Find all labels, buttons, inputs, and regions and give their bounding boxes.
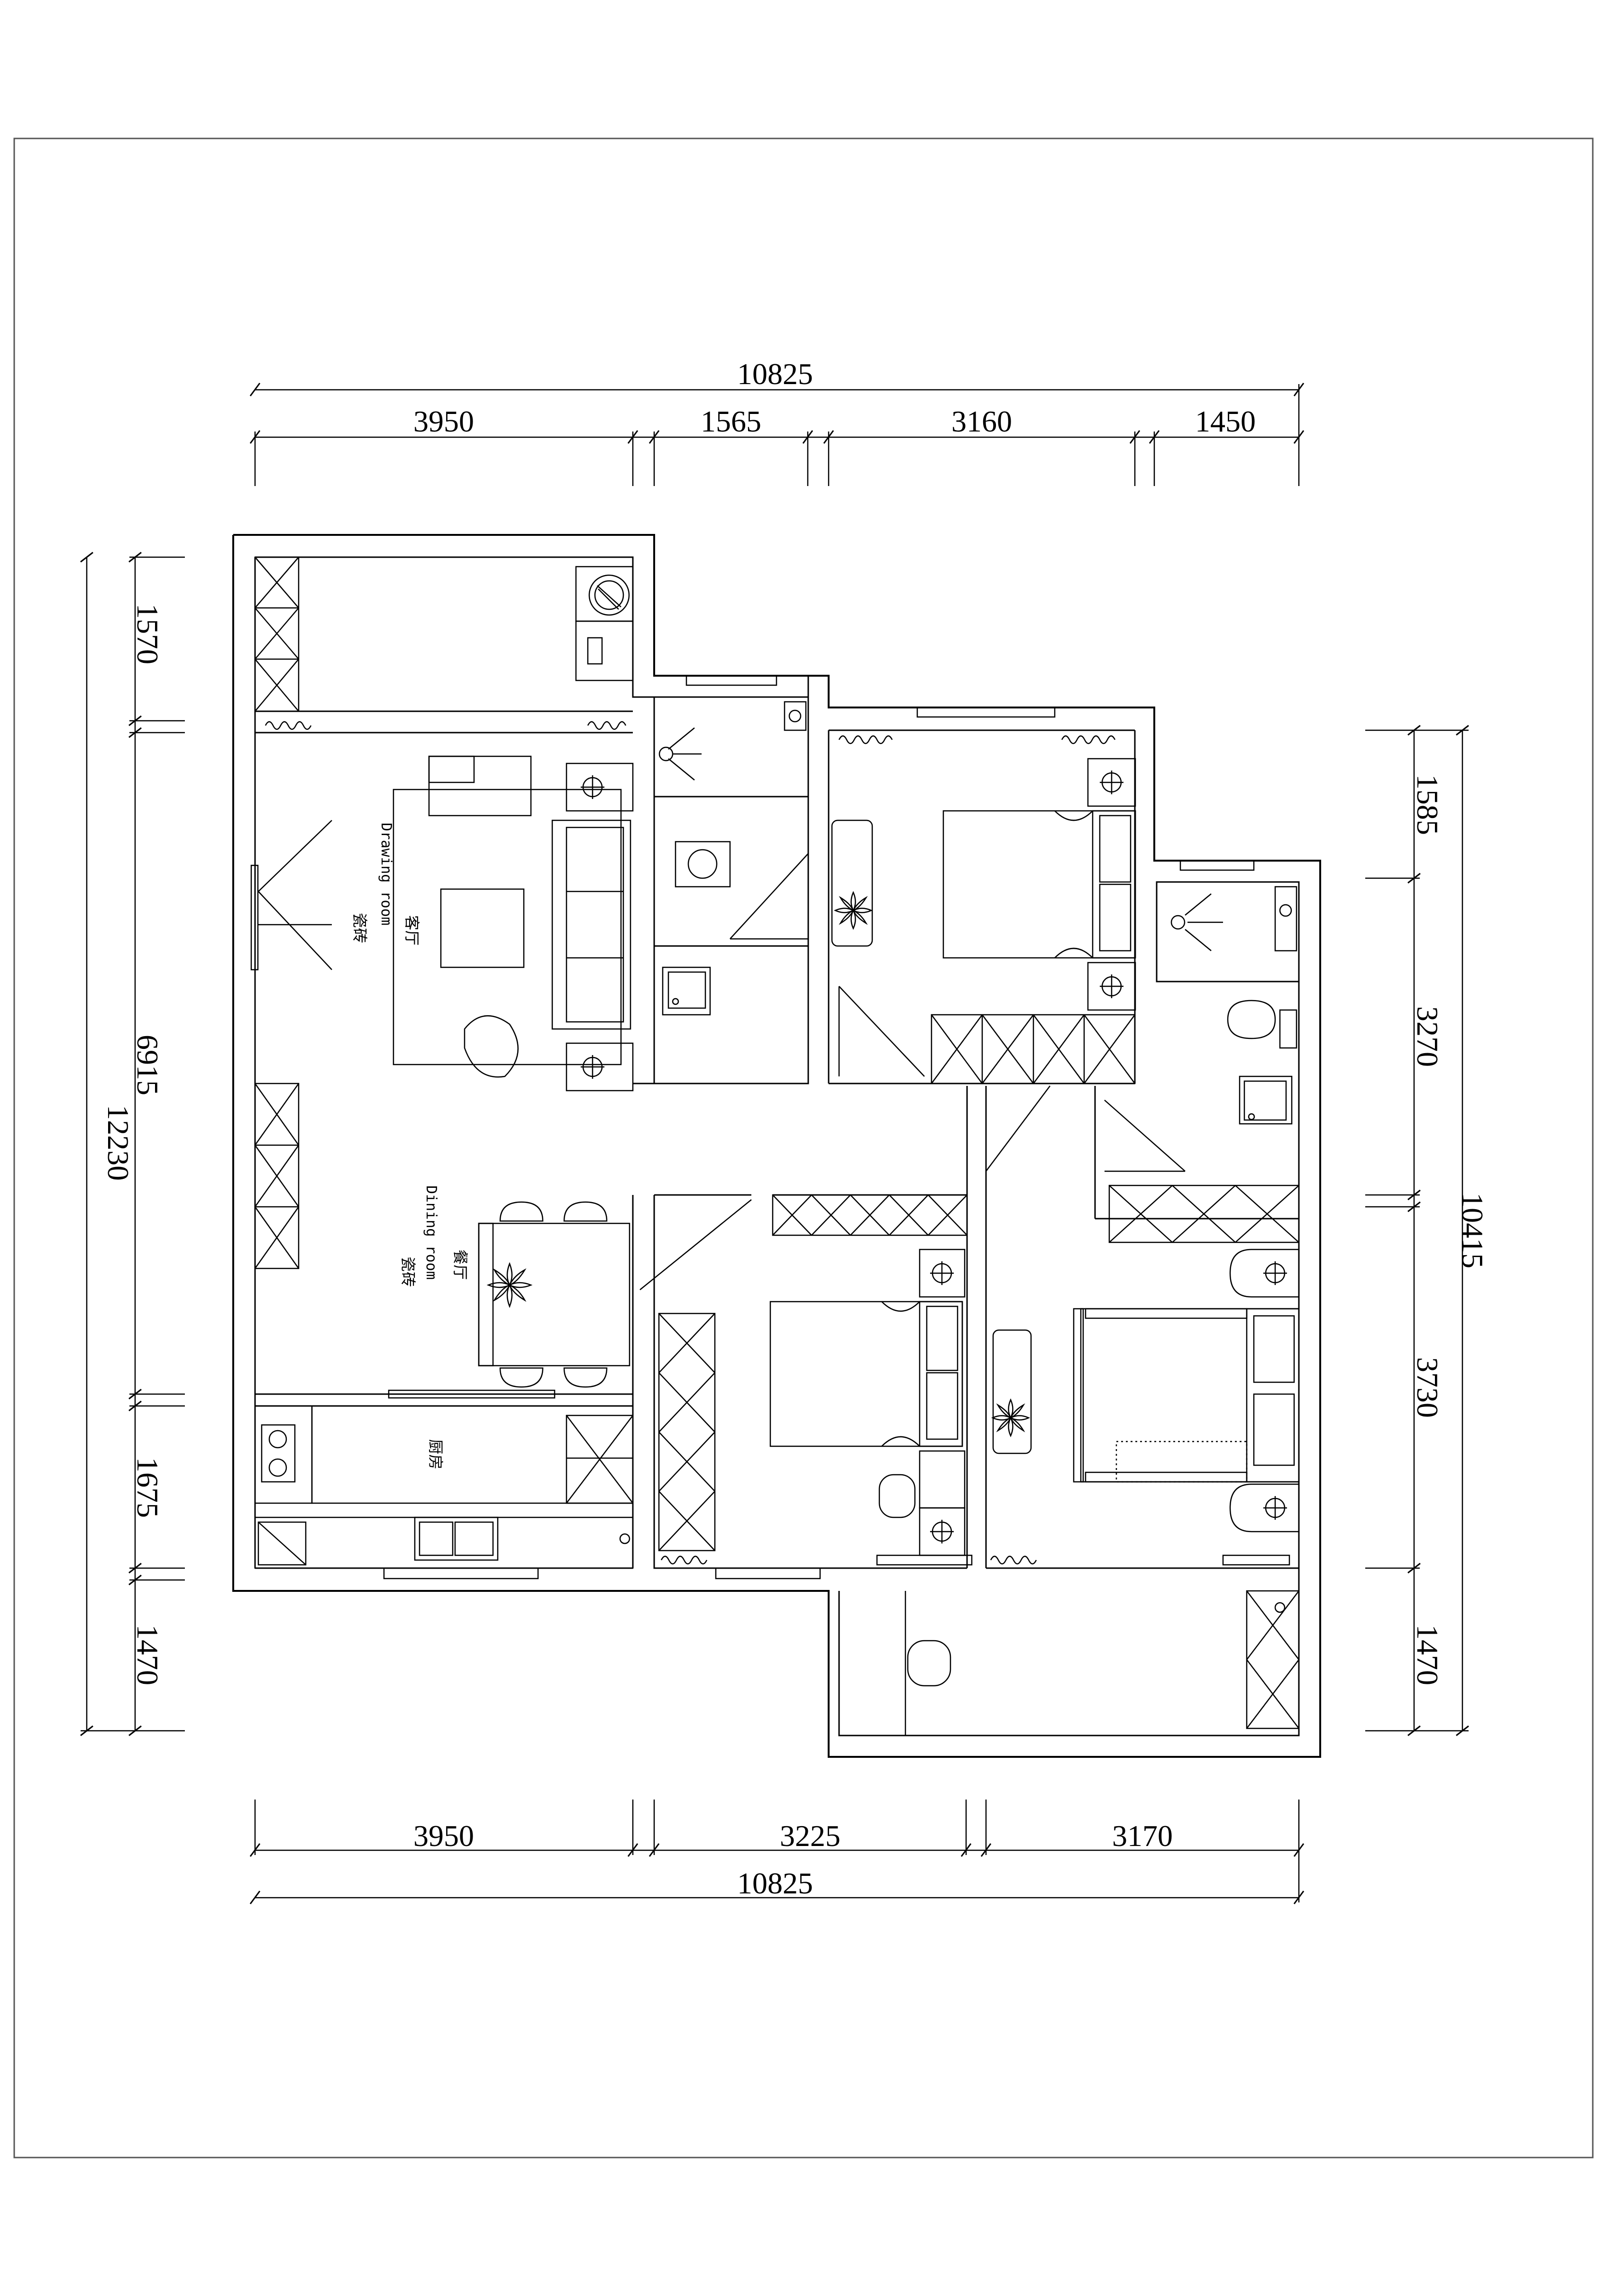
dim-top-4: 1450 <box>1195 404 1256 438</box>
wardrobes <box>254 556 1300 1729</box>
dim-right-3: 3730 <box>1411 1357 1444 1418</box>
doors <box>258 820 1186 1290</box>
living-room-floor: 瓷砖 <box>351 913 369 943</box>
bedroom-3-furniture <box>769 1249 966 1556</box>
dim-bottom-1: 3950 <box>413 1819 474 1853</box>
bedroom-4-furniture <box>991 1249 1300 1533</box>
dim-left-3: 1675 <box>131 1457 164 1518</box>
radiators <box>265 721 1116 1565</box>
bottom-dimensions: 3950 3225 3170 10825 <box>249 1800 1305 1904</box>
dim-top-1: 3950 <box>413 404 474 438</box>
windows <box>250 675 1290 1580</box>
dim-bottom-total: 10825 <box>737 1866 813 1900</box>
dining-room-floor: 瓷砖 <box>399 1257 417 1287</box>
dim-left-total: 12230 <box>101 1105 135 1181</box>
balcony-fixtures <box>904 1591 1286 1736</box>
dim-left-2: 6915 <box>131 1035 164 1095</box>
dim-top-3: 3160 <box>951 404 1012 438</box>
dining-room-name-cn: 餐厅 <box>451 1249 469 1280</box>
service-balcony-fixtures <box>575 566 634 681</box>
room-labels: Drawing room 客厅 瓷砖 Dining room 餐厅 瓷砖 厨房 <box>351 823 469 1469</box>
dim-bottom-3: 3170 <box>1112 1819 1173 1853</box>
dim-right-1: 1585 <box>1411 774 1444 835</box>
dim-top-total: 10825 <box>737 357 813 391</box>
bathroom-1-fixtures <box>658 701 807 1016</box>
top-dimensions: 10825 3950 1565 3160 1450 <box>249 357 1305 486</box>
living-room-furniture <box>393 755 634 1092</box>
dim-right-2: 3270 <box>1411 1006 1444 1067</box>
right-dimensions: 10415 1585 3270 3730 1470 <box>1365 725 1489 1736</box>
dim-left-4: 1470 <box>131 1625 164 1685</box>
bedroom-2-furniture <box>831 758 1136 1011</box>
dim-right-4: 1470 <box>1411 1625 1444 1685</box>
living-room-name-cn: 客厅 <box>403 915 421 946</box>
dim-right-total: 10415 <box>1456 1193 1489 1268</box>
dim-bottom-2: 3225 <box>780 1819 840 1853</box>
sheet-border <box>13 138 1594 2158</box>
dim-left-1: 1570 <box>131 604 164 664</box>
left-dimensions: 12230 1570 6915 1675 1470 <box>80 551 185 1736</box>
kitchen-fixtures <box>254 1405 634 1569</box>
kitchen-name-cn: 厨房 <box>427 1439 445 1469</box>
dining-furniture <box>478 1201 630 1388</box>
dim-top-2: 1565 <box>701 404 761 438</box>
bathroom-2-fixtures <box>1170 886 1297 1125</box>
living-room-name-en: Drawing room <box>378 823 394 926</box>
dining-room-name-en: Dining room <box>423 1185 439 1280</box>
